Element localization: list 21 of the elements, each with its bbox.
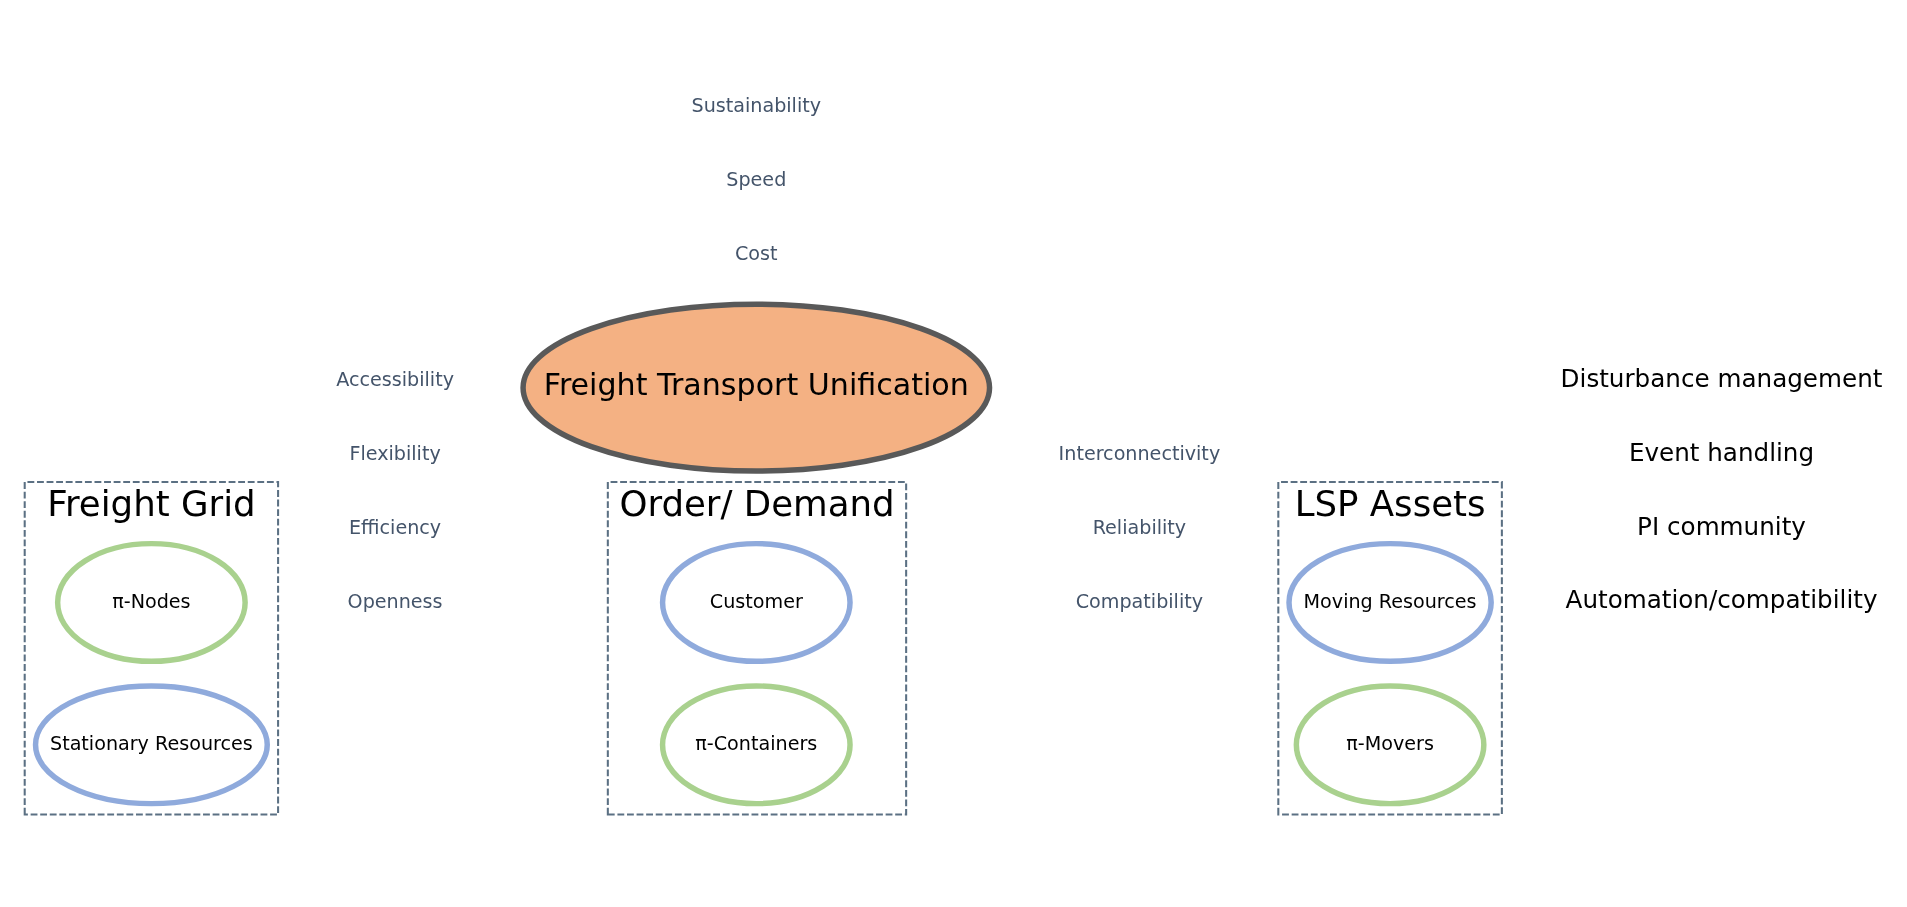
label: Automation/compatibility [1565,584,1878,614]
node-ellipse: π-Nodes [54,540,248,664]
label: Flexibility [349,441,441,465]
label: PI community [1637,511,1806,541]
node-ellipse: Freight Transport Unification [520,300,993,474]
label: Event handling [1628,437,1815,467]
label: Speed [726,167,787,191]
label: Disturbance management [1560,363,1883,393]
label: Interconnectivity [1058,441,1221,465]
node-ellipse: Customer [659,540,853,664]
node-ellipse: π-Containers [659,682,853,806]
label: Sustainability [691,93,822,117]
label: Efficiency [348,515,442,539]
node-ellipse: π-Movers [1293,682,1487,806]
label: Openness [347,589,443,613]
node-ellipse: Stationary Resources [32,682,270,806]
label: Compatibility [1075,589,1204,613]
label: Accessibility [336,367,454,391]
node-ellipse: Moving Resources [1286,540,1494,664]
label: Reliability [1092,515,1187,539]
label: Cost [735,241,778,265]
